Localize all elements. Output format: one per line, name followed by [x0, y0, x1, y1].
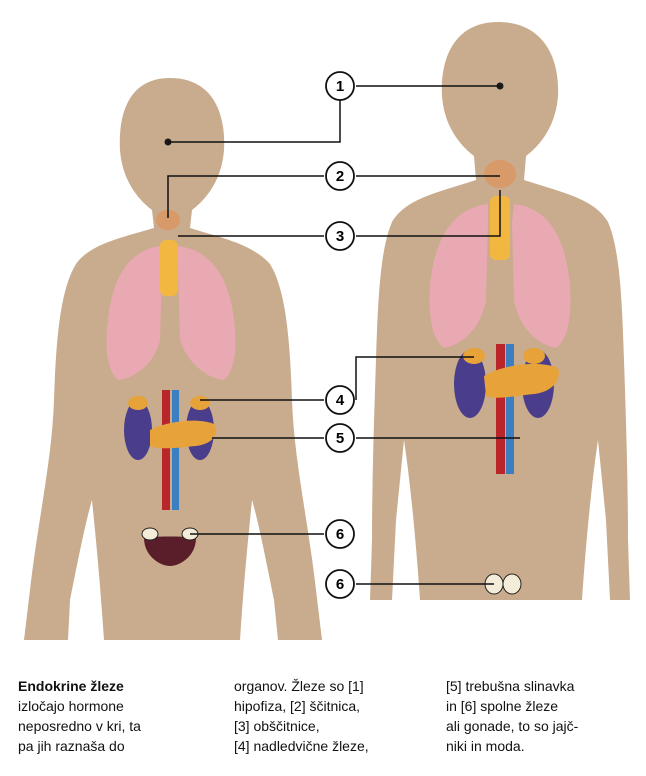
- callout-1: 1: [326, 72, 354, 100]
- endocrine-diagram: 1 2 3 4 5 6 6: [0, 0, 646, 640]
- male-left-adrenal: [463, 348, 485, 364]
- male-thyroid: [484, 160, 516, 188]
- female-left-adrenal: [128, 396, 148, 410]
- callout-5: 5: [326, 424, 354, 452]
- caption-text-2: organov. Žleze so [1] hipofiza, [2] ščit…: [234, 676, 434, 756]
- female-trachea: [160, 240, 178, 296]
- callout-2-label: 2: [336, 168, 344, 185]
- callout-6-female: 6: [326, 520, 354, 548]
- callout-6-male: 6: [326, 570, 354, 598]
- male-right-testis: [503, 574, 521, 594]
- male-right-adrenal: [523, 348, 545, 364]
- male-vena-cava: [506, 344, 514, 474]
- callout-6-female-label: 6: [336, 526, 344, 543]
- callout-3: 3: [326, 222, 354, 250]
- male-aorta: [496, 344, 505, 474]
- caption-column-1: Endokrine žleze izločajo hormone neposre…: [18, 656, 218, 776]
- female-right-adrenal: [190, 396, 210, 410]
- callout-5-label: 5: [336, 430, 344, 447]
- callout-1-label: 1: [336, 78, 344, 95]
- male-body: [370, 22, 630, 600]
- callout-4-label: 4: [336, 392, 345, 409]
- callout-3-label: 3: [336, 228, 344, 245]
- callout-2: 2: [326, 162, 354, 190]
- caption-column-3: [5] trebušna slinavka in [6] spolne žlez…: [446, 656, 636, 776]
- caption-column-2: organov. Žleze so [1] hipofiza, [2] ščit…: [234, 656, 434, 776]
- callout-6-male-label: 6: [336, 576, 344, 593]
- caption-text-1: izločajo hormone neposredno v kri, ta pa…: [18, 696, 218, 756]
- callout-4: 4: [326, 386, 354, 414]
- female-aorta: [162, 390, 170, 510]
- caption-text-3: [5] trebušna slinavka in [6] spolne žlez…: [446, 676, 636, 756]
- caption-heading: Endokrine žleze: [18, 678, 124, 694]
- female-left-ovary: [142, 528, 158, 540]
- female-vena-cava: [172, 390, 179, 510]
